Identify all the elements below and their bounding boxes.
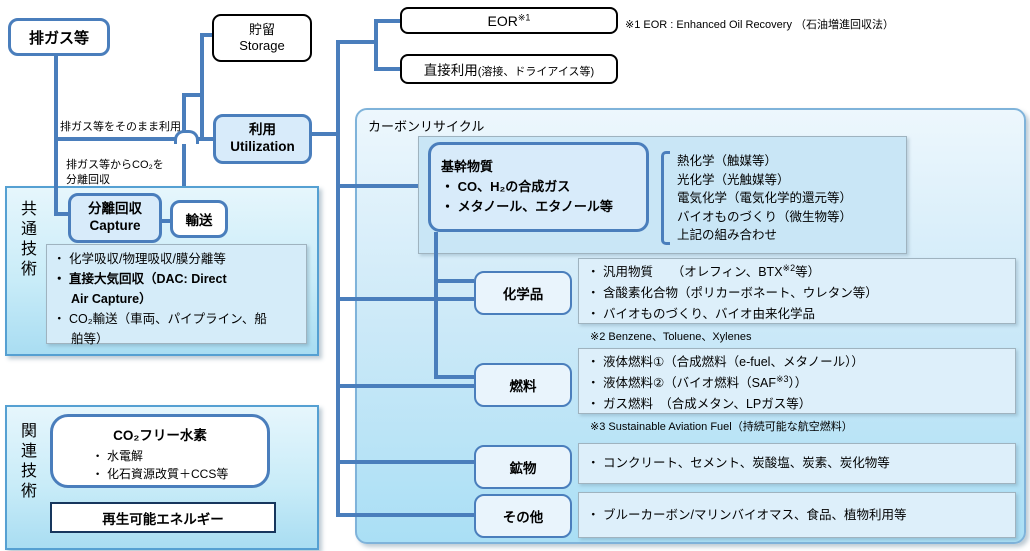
category-minerals-label: 鉱物 — [509, 461, 537, 476]
exhaust-gas-label: 排ガス等 — [28, 29, 89, 47]
chemicals-bullet-1: ・ 汎用物質 （オレフィン、BTX※2等） — [587, 262, 821, 279]
direct-use-label: 直接利用(溶接、ドライアイス等) — [423, 63, 595, 78]
category-chemicals-box: 化学品 — [474, 271, 572, 315]
capture-box: 分離回収 Capture — [68, 193, 162, 243]
connector-direct-use — [374, 67, 402, 71]
co2-free-hydrogen-title: CO₂フリー水素 — [113, 428, 207, 443]
storage-box: 貯留 Storage — [212, 14, 312, 62]
direct-use-box: 直接利用(溶接、ドライアイス等) — [400, 54, 618, 84]
transport-box: 輸送 — [170, 200, 228, 238]
trunk-main — [336, 40, 340, 517]
capture-label: 分離回収 Capture — [88, 201, 142, 233]
category-fuel-label: 燃料 — [509, 379, 537, 394]
common-tech-side-label: 共通技術 — [18, 200, 35, 280]
connector-other-outer — [336, 513, 474, 517]
saf-footnote: ※3 Sustainable Aviation Fuel（持続可能な航空燃料） — [590, 421, 853, 433]
utilization-label: 利用 Utilization — [230, 122, 295, 154]
other-content-panel: ・ ブルーカーボン/マリンバイオマス、食品、植物利用等 — [578, 492, 1016, 538]
category-fuel-box: 燃料 — [474, 363, 572, 407]
edge-label-as-is: 排ガス等をそのまま利用 — [60, 121, 181, 133]
category-minerals-box: 鉱物 — [474, 445, 572, 489]
saf-footnote-marker: ※3 — [776, 373, 789, 384]
edge-label-capture: 排ガス等からCO₂を 分離回収 — [66, 159, 164, 186]
btx-footnote-marker: ※2 — [782, 262, 796, 273]
core-bullet-1: ・ CO、H₂の合成ガス — [441, 179, 571, 194]
fuel-bullet-3: ・ ガス燃料 （合成メタン、LPガス等） — [587, 397, 812, 411]
connector-storage-elbow — [200, 33, 214, 37]
trunk-inner — [434, 232, 438, 379]
connector-chem-outer — [336, 297, 474, 301]
connector-eor — [374, 19, 402, 23]
exhaust-gas-box: 排ガス等 — [8, 18, 110, 56]
fuel-bullet-2: ・ 液体燃料②（バイオ燃料（SAF※3）） — [587, 373, 808, 390]
eor-label: EOR※1 — [487, 11, 531, 29]
connector-fuel-outer — [336, 384, 474, 388]
process-bracket — [661, 151, 670, 245]
fuel-bullet-1: ・ 液体燃料①（合成燃料（e-fuel、メタノール）） — [587, 355, 864, 369]
connector-capture-transport — [160, 219, 172, 223]
carbon-recycle-title: カーボンリサイクル — [368, 119, 485, 134]
category-chemicals-label: 化学品 — [502, 287, 544, 302]
connector-mineral-outer — [336, 460, 474, 464]
chemicals-bullet-3: ・ バイオものづくり、バイオ由来化学品 — [587, 307, 815, 321]
other-bullet-1: ・ ブルーカーボン/マリンバイオマス、食品、植物利用等 — [587, 507, 907, 522]
connector-storage-down — [200, 33, 204, 140]
connector-core-branch — [336, 184, 430, 188]
co2-free-hydrogen-box: CO₂フリー水素 ・ 水電解 ・ 化石資源改質＋CCS等 — [50, 414, 270, 488]
line-hop-arc — [174, 130, 199, 144]
common-bullet-2: ・ 直接大気回収（DAC: Direct Air Capture） — [53, 272, 227, 306]
h2-bullet-1: ・ 水電解 — [91, 449, 143, 463]
h2-bullet-2: ・ 化石資源改質＋CCS等 — [91, 467, 229, 481]
renewable-energy-box: 再生可能エネルギー — [50, 502, 276, 533]
common-bullet-1: ・ 化学吸収/物理吸収/膜分離等 — [53, 252, 226, 266]
core-materials-title: 基幹物質 — [441, 159, 494, 174]
category-other-box: その他 — [474, 494, 572, 538]
related-tech-side-label: 関連技術 — [18, 422, 35, 502]
fuel-content-panel: ・ 液体燃料①（合成燃料（e-fuel、メタノール）） ・ 液体燃料②（バイオ燃… — [578, 348, 1016, 414]
renewable-energy-label: 再生可能エネルギー — [102, 511, 224, 527]
category-other-label: その他 — [502, 510, 544, 525]
btx-footnote: ※2 Benzene、Toluene、Xylenes — [590, 331, 752, 343]
core-materials-box: 基幹物質 ・ CO、H₂の合成ガス ・ メタノール、エタノール等 — [428, 142, 649, 232]
process-list: 熱化学（触媒等） 光化学（光触媒等） 電気化学（電気化学的還元等） バイオものづ… — [677, 154, 853, 243]
eor-footnote-marker: ※1 — [517, 11, 531, 22]
minerals-bullet-1: ・ コンクリート、セメント、炭酸塩、炭素、炭化物等 — [587, 456, 890, 470]
chemicals-bullet-2: ・ 含酸素化合物（ポリカーボネート、ウレタン等） — [587, 286, 878, 300]
transport-label: 輸送 — [185, 213, 213, 228]
utilization-box: 利用 Utilization — [213, 114, 312, 164]
minerals-content-panel: ・ コンクリート、セメント、炭酸塩、炭素、炭化物等 — [578, 443, 1016, 484]
common-tech-panel: ・ 化学吸収/物理吸収/膜分離等 ・ 直接大気回収（DAC: Direct Ai… — [46, 244, 307, 346]
chemicals-content-panel: ・ 汎用物質 （オレフィン、BTX※2等） ・ 含酸素化合物（ポリカーボネート、… — [578, 258, 1016, 324]
core-bullet-2: ・ メタノール、エタノール等 — [441, 199, 613, 214]
connector-trunk-top — [336, 40, 378, 44]
eor-box: EOR※1 — [400, 7, 618, 34]
connector-transport-jog — [182, 93, 204, 97]
connector-asis-horizontal — [54, 137, 214, 141]
connector-exhaust-down — [54, 55, 58, 215]
connector-fuel-inner — [434, 375, 474, 379]
connector-transport-up — [182, 93, 186, 202]
storage-label: 貯留 Storage — [239, 21, 285, 53]
eor-footnote: ※1 EOR : Enhanced Oil Recovery （石油増進回収法） — [625, 19, 895, 31]
connector-chem-inner — [434, 279, 474, 283]
common-bullet-3: ・ CO₂輸送（車両、パイプライン、船 舶等） — [53, 312, 267, 346]
connector-utilization-trunk — [310, 132, 340, 136]
connector-eor-split — [374, 19, 378, 71]
connector-exhaust-capture — [54, 212, 70, 216]
